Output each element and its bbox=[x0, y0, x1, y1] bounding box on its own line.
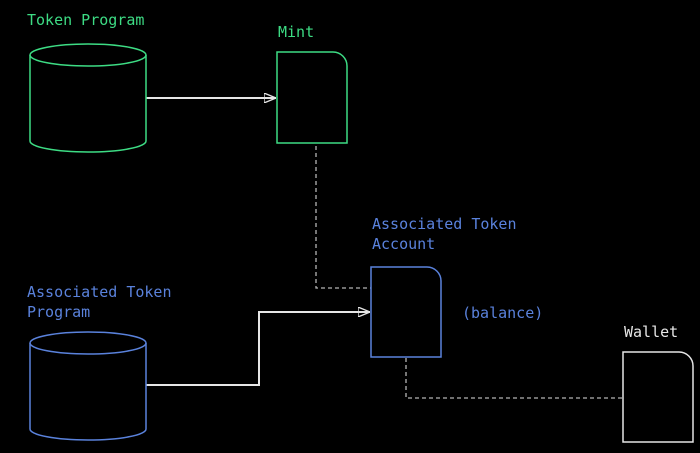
wallet-document-icon bbox=[622, 351, 694, 443]
edge-mint-to-ata bbox=[315, 146, 371, 289]
balance-label: (balance) bbox=[462, 304, 543, 322]
token-program-cylinder-icon bbox=[29, 43, 147, 153]
edge-ata-to-wallet bbox=[405, 358, 622, 399]
edge-atp-to-ata bbox=[146, 312, 370, 386]
mint-document-icon bbox=[276, 51, 348, 144]
associated-token-program-label-line1: Associated Token bbox=[27, 283, 172, 301]
mint-label: Mint bbox=[278, 23, 314, 41]
wallet-label: Wallet bbox=[624, 323, 678, 341]
associated-token-account-label-line1: Associated Token bbox=[372, 215, 517, 233]
associated-token-account-label-line2: Account bbox=[372, 235, 435, 253]
token-program-label: Token Program bbox=[27, 11, 144, 29]
associated-token-program-cylinder-icon bbox=[29, 331, 147, 441]
associated-token-program-label-line2: Program bbox=[27, 303, 90, 321]
associated-token-account-document-icon bbox=[370, 266, 442, 358]
